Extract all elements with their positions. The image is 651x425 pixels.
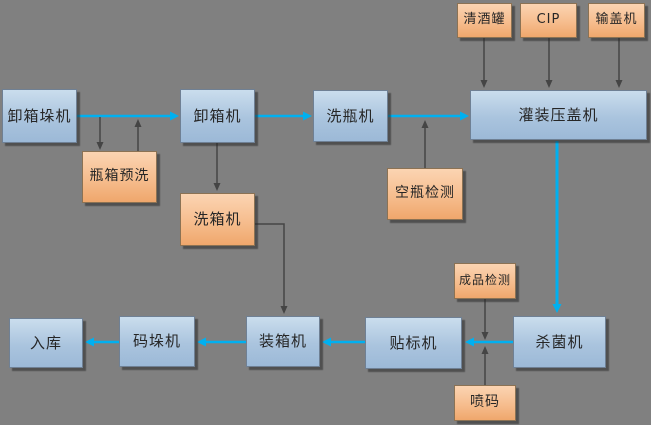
node-label-inkjet-coder: 喷码 [470, 394, 500, 411]
node-pasteurizer: 杀菌机 [513, 316, 606, 368]
conn-depalletizer-to-decrater [77, 111, 179, 121]
node-bottle-washer: 洗瓶机 [313, 90, 388, 142]
node-inkjet-coder: 喷码 [454, 385, 516, 421]
conn-inkjet-coder-up [481, 346, 489, 385]
node-label-crate-washer: 洗箱机 [193, 210, 242, 229]
node-case-packer: 装箱机 [246, 316, 320, 367]
node-label-palletizer: 码垛机 [132, 332, 181, 351]
conn-decrater-to-bottle-washer [255, 111, 312, 121]
node-cip: CIP [520, 3, 577, 38]
node-label-bright-beer-tank: 清酒罐 [463, 12, 506, 28]
node-label-filler-capper: 灌装压盖机 [518, 105, 599, 124]
node-label-depalletizer: 卸箱垛机 [7, 106, 72, 125]
conn-bottle-washer-to-filler [388, 111, 469, 121]
conn-mainline-to-prewash [96, 117, 104, 150]
node-label-cap-feeder: 输盖机 [595, 12, 638, 28]
node-label-bottle-washer: 洗瓶机 [326, 106, 375, 125]
node-bottle-crate-prewash: 瓶箱预洗 [82, 151, 157, 203]
conn-cap-feeder-to-filler [615, 38, 623, 88]
node-label-pasteurizer: 杀菌机 [535, 332, 584, 351]
node-label-labeler: 贴标机 [389, 333, 438, 352]
node-label-finished-product-inspection: 成品检测 [458, 273, 511, 288]
node-empty-bottle-inspection: 空瓶检测 [387, 168, 463, 220]
node-labeler: 贴标机 [365, 317, 462, 369]
node-bright-beer-tank: 清酒罐 [457, 3, 512, 38]
node-filler-capper: 灌装压盖机 [470, 90, 647, 140]
node-label-empty-bottle-inspection: 空瓶检测 [395, 185, 455, 202]
conn-case-packer-to-palletizer [197, 337, 246, 347]
conn-bright-beer-tank-to-filler [480, 38, 488, 88]
conn-decrater-to-crate-washer [213, 143, 221, 191]
node-palletizer: 码垛机 [119, 316, 195, 367]
node-warehouse: 入库 [9, 318, 83, 368]
node-label-bottle-crate-prewash: 瓶箱预洗 [89, 168, 150, 185]
conn-cip-to-filler [545, 38, 553, 88]
node-label-warehouse: 入库 [29, 333, 62, 352]
conn-crate-washer-to-case-packer [255, 223, 288, 314]
node-label-case-packer: 装箱机 [258, 332, 307, 351]
conn-labeler-to-case-packer [322, 337, 365, 347]
node-crate-washer: 洗箱机 [180, 193, 255, 246]
conn-prewash-to-mainline [134, 119, 142, 151]
node-finished-product-inspection: 成品检测 [454, 263, 516, 299]
node-label-decrater: 卸箱机 [193, 106, 242, 125]
conn-palletizer-to-warehouse [85, 337, 119, 347]
conn-pasteurizer-to-labeler [465, 337, 513, 347]
node-decrater: 卸箱机 [180, 89, 255, 143]
node-depalletizer: 卸箱垛机 [2, 89, 77, 143]
node-cap-feeder: 输盖机 [588, 3, 645, 38]
conn-empty-bottle-inspection-up [421, 120, 429, 168]
conn-filler-to-pasteurizer [552, 141, 562, 313]
node-label-cip: CIP [536, 12, 561, 28]
conn-finished-inspection-down [481, 299, 489, 340]
